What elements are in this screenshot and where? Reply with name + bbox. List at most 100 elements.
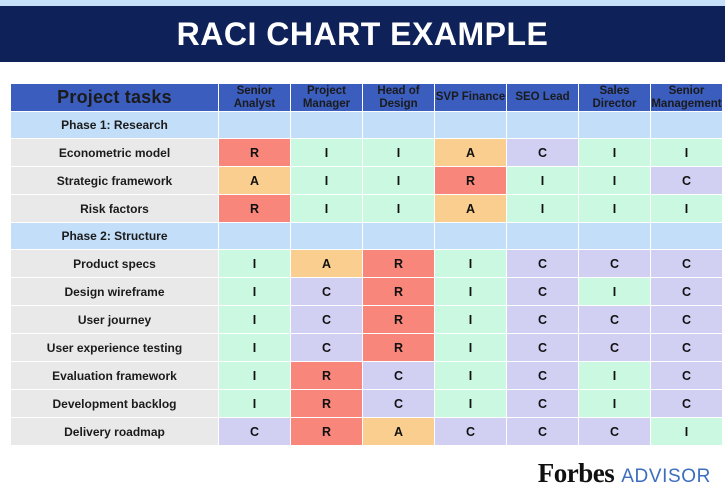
raci-cell: A [219,167,290,194]
raci-cell [507,112,578,138]
title-banner: RACI CHART EXAMPLE [0,6,725,62]
header-role-5: Sales Director [579,84,650,111]
raci-cell: I [219,390,290,417]
raci-cell: C [363,390,434,417]
raci-cell: I [363,167,434,194]
raci-cell: R [363,250,434,277]
raci-cell: I [291,167,362,194]
raci-cell [507,223,578,249]
task-label: Design wireframe [11,278,218,305]
forbes-advisor-logo: Forbes ADVISOR [538,458,711,489]
task-label: Risk factors [11,195,218,222]
raci-cell: I [219,306,290,333]
raci-cell [363,112,434,138]
raci-cell: I [579,390,650,417]
raci-cell: I [435,362,506,389]
raci-cell: R [219,195,290,222]
raci-cell: I [363,139,434,166]
phase-label: Phase 2: Structure [11,223,218,249]
phase-row: Phase 1: Research [11,112,722,138]
raci-cell: C [291,334,362,361]
header-row: Project tasks Senior Analyst Project Man… [11,84,722,111]
phase-row: Phase 2: Structure [11,223,722,249]
raci-cell: I [651,139,722,166]
raci-cell: C [507,306,578,333]
raci-cell: C [651,306,722,333]
raci-cell: C [363,362,434,389]
raci-cell: I [507,167,578,194]
raci-cell [579,223,650,249]
table-header: Project tasks Senior Analyst Project Man… [11,84,722,111]
raci-cell: R [219,139,290,166]
raci-cell: C [291,278,362,305]
task-label: User experience testing [11,334,218,361]
task-label: Econometric model [11,139,218,166]
raci-cell [291,223,362,249]
header-project-tasks: Project tasks [11,84,218,111]
raci-cell: C [651,167,722,194]
header-role-4: SEO Lead [507,84,578,111]
raci-cell: C [651,390,722,417]
raci-cell [435,112,506,138]
raci-cell [651,112,722,138]
raci-cell: C [291,306,362,333]
raci-cell: I [219,250,290,277]
raci-cell: C [507,278,578,305]
raci-cell: R [291,362,362,389]
raci-cell: I [435,390,506,417]
raci-cell: C [507,418,578,445]
raci-cell: C [651,250,722,277]
logo-brand: Forbes [537,458,615,488]
raci-cell: R [363,334,434,361]
raci-cell: C [507,250,578,277]
raci-cell: C [651,334,722,361]
raci-cell: C [219,418,290,445]
raci-cell: I [435,278,506,305]
raci-cell: R [363,278,434,305]
raci-cell [219,223,290,249]
raci-cell: C [435,418,506,445]
raci-cell: I [219,334,290,361]
phase-label: Phase 1: Research [11,112,218,138]
raci-cell: I [219,362,290,389]
header-role-1: Project Manager [291,84,362,111]
raci-cell [651,223,722,249]
raci-cell: I [579,362,650,389]
task-label: User journey [11,306,218,333]
raci-cell: R [291,390,362,417]
raci-cell [219,112,290,138]
raci-cell: C [651,362,722,389]
raci-cell: R [435,167,506,194]
page-title: RACI CHART EXAMPLE [176,16,549,52]
header-role-3: SVP Finance [435,84,506,111]
task-label: Delivery roadmap [11,418,218,445]
raci-cell: I [651,418,722,445]
header-role-2: Head of Design [363,84,434,111]
header-role-6: Senior Management [651,84,722,111]
raci-cell: C [507,362,578,389]
task-label: Strategic framework [11,167,218,194]
raci-cell: C [507,390,578,417]
raci-cell: I [579,167,650,194]
raci-cell: I [291,139,362,166]
raci-cell: I [435,250,506,277]
raci-cell: A [435,195,506,222]
raci-cell: A [363,418,434,445]
raci-cell: I [363,195,434,222]
raci-cell: C [579,306,650,333]
header-role-0: Senior Analyst [219,84,290,111]
raci-cell: I [579,139,650,166]
raci-cell: C [579,418,650,445]
task-label: Evaluation framework [11,362,218,389]
raci-cell: R [363,306,434,333]
raci-cell [291,112,362,138]
